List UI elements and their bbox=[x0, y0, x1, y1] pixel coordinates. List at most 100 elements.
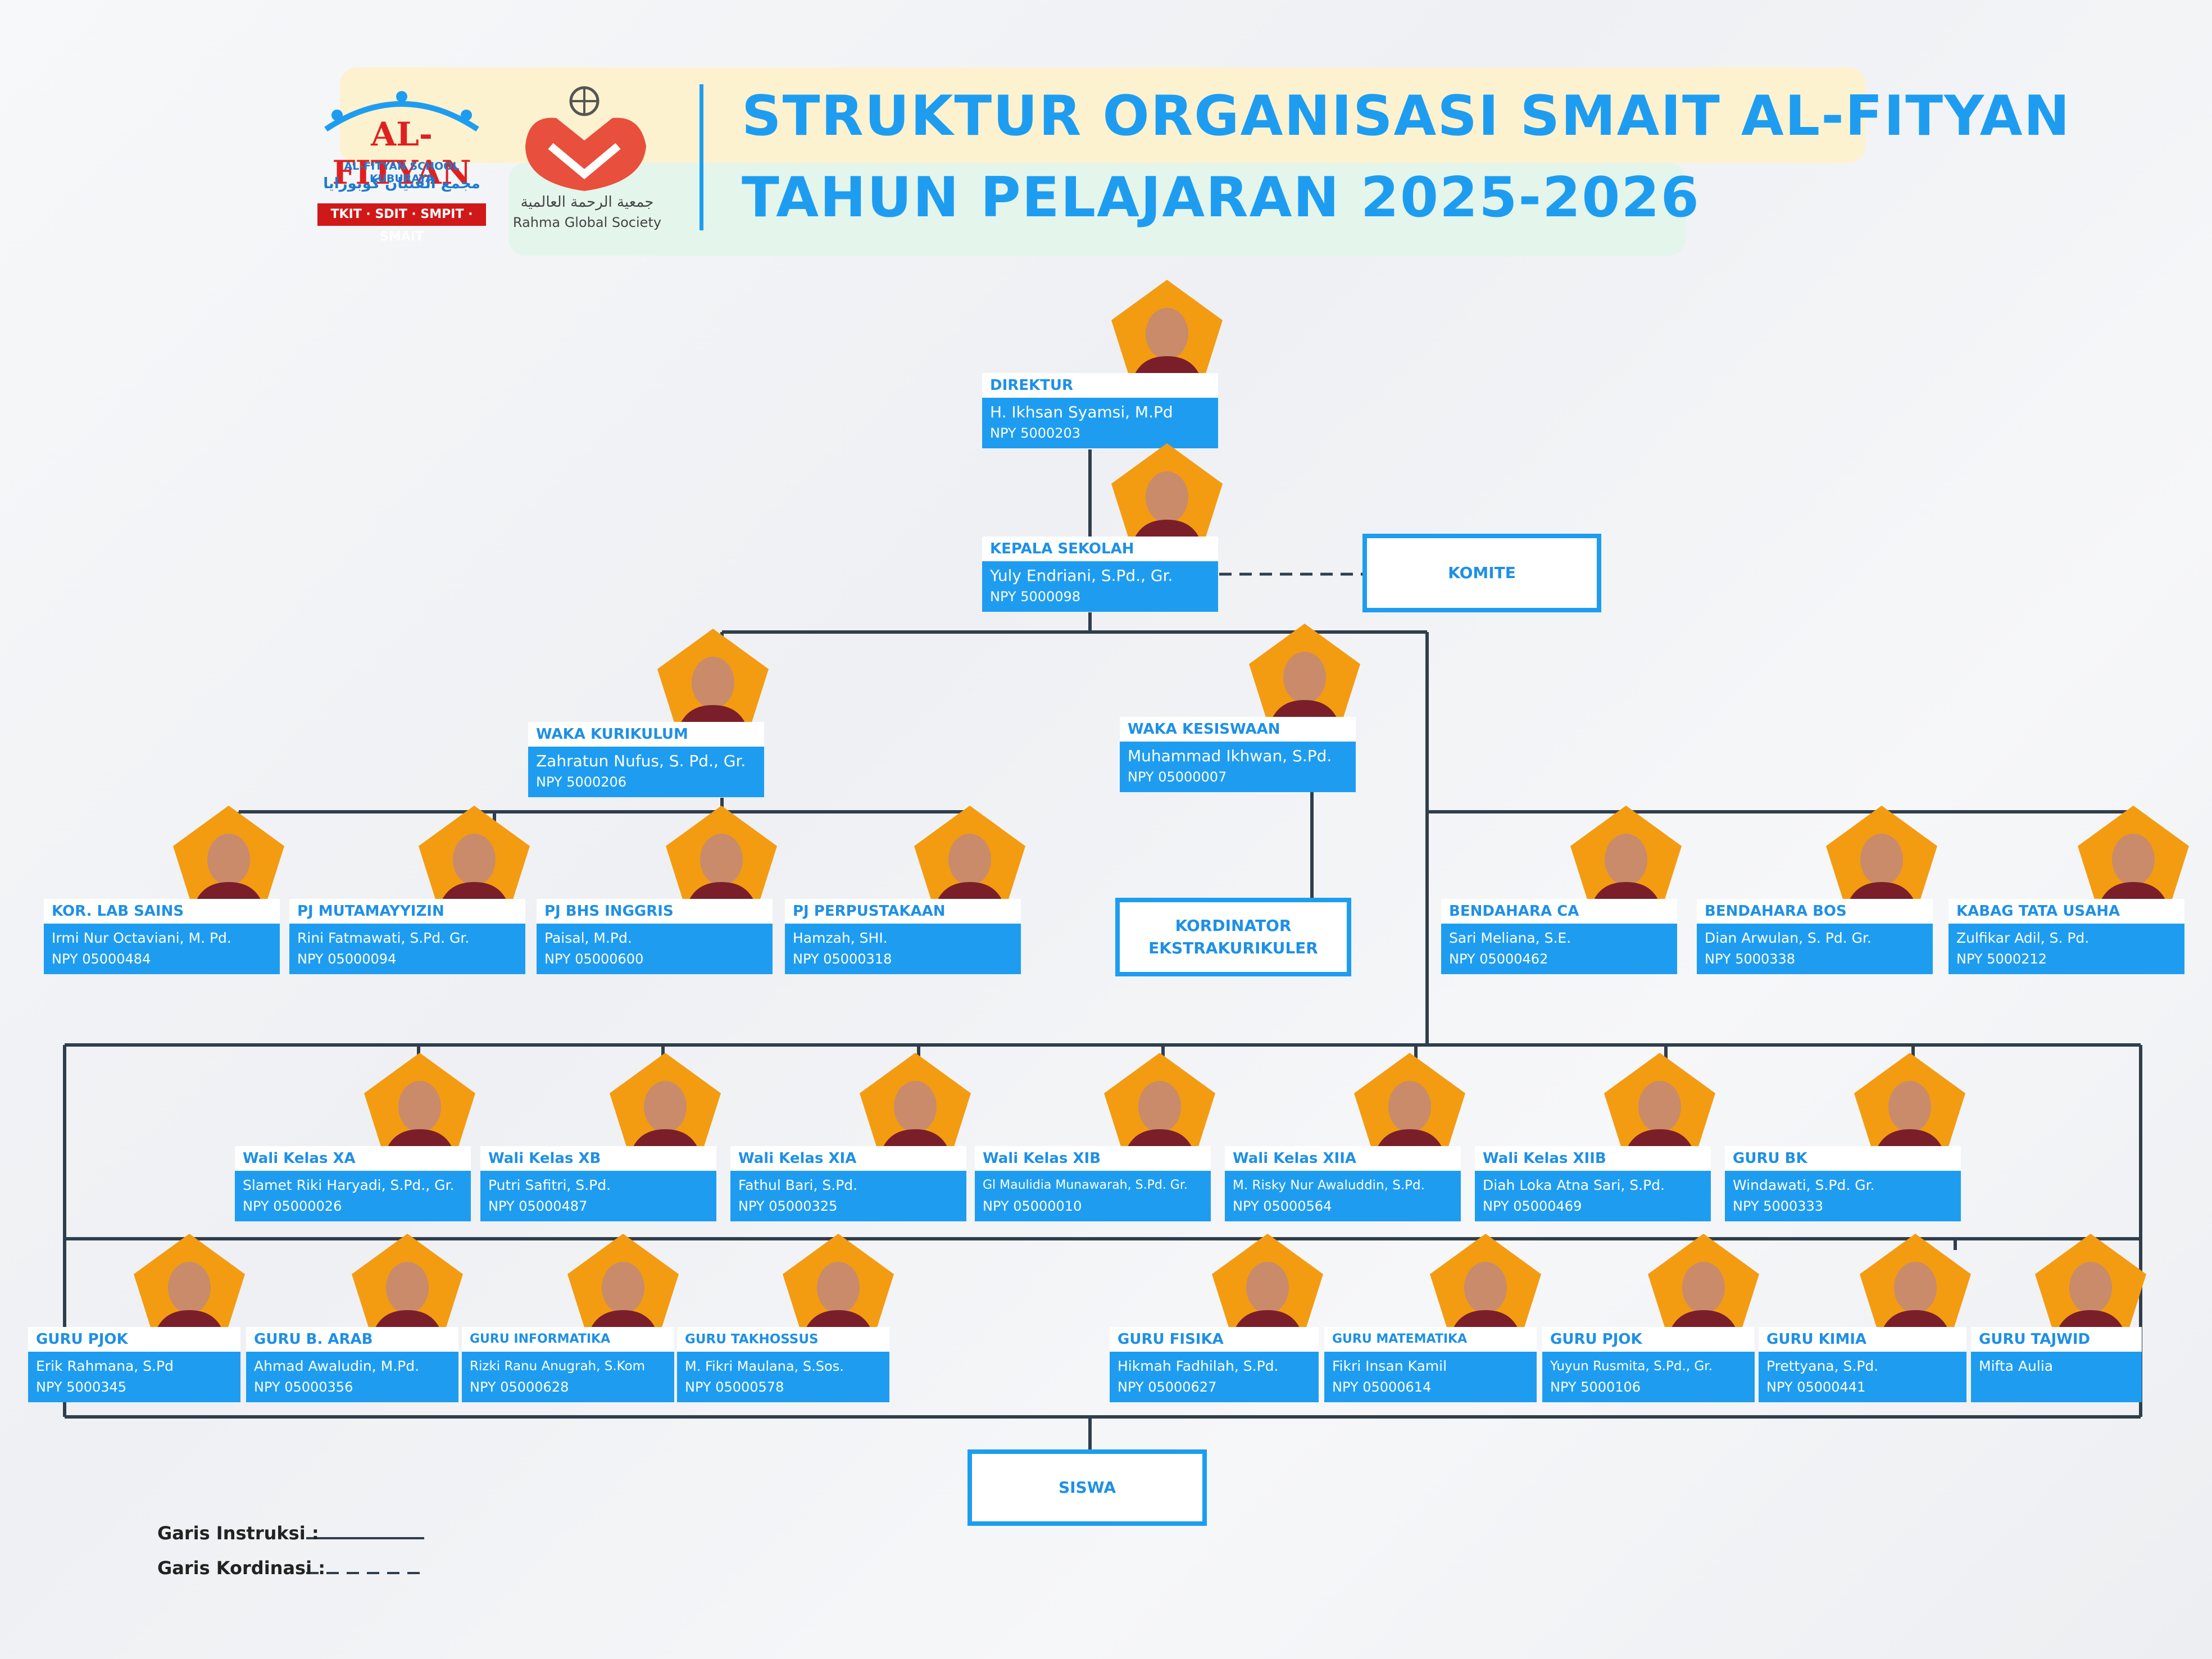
person-silhouette-icon bbox=[1604, 1053, 1715, 1161]
role-label: WAKA KURIKULUM bbox=[528, 722, 764, 747]
person-npy: NPY 05000600 bbox=[544, 951, 644, 967]
legend-kordinasi: Garis Kordinasi : bbox=[157, 1557, 325, 1579]
node-guru-bk: GURU BK Windawati, S.Pd. Gr. NPY 5000333 bbox=[1725, 1053, 1965, 1221]
person-npy: NPY 5000203 bbox=[990, 425, 1081, 441]
person-npy: NPY 05000318 bbox=[793, 951, 892, 967]
node-wali-xib: Wali Kelas XIB Gl Maulidia Munawarah, S.… bbox=[975, 1053, 1215, 1221]
node-kabag-tata-usaha: KABAG TATA USAHA Zulfikar Adil, S. Pd.NP… bbox=[1948, 806, 2189, 974]
person-photo-icon bbox=[1823, 803, 1941, 916]
person-name: Zahratun Nufus, S. Pd., Gr. bbox=[536, 752, 746, 770]
person-name: Yuly Endriani, S.Pd., Gr. bbox=[990, 566, 1173, 585]
role-label: GURU MATEMATIKA bbox=[1324, 1327, 1537, 1352]
person-name: Yuyun Rusmita, S.Pd., Gr. bbox=[1550, 1359, 1713, 1374]
role-label: GURU KIMIA bbox=[1759, 1327, 1966, 1352]
person-photo-icon bbox=[662, 803, 780, 916]
person-silhouette-icon bbox=[1212, 1234, 1323, 1342]
person-npy: NPY 5000206 bbox=[536, 774, 627, 790]
node-guru-b-arab: GURU B. ARAB Ahmad Awaludin, M.Pd. NPY 05… bbox=[246, 1234, 463, 1402]
role-label: Wali Kelas XA bbox=[235, 1146, 471, 1171]
node-wali-xiia: Wali Kelas XIIA M. Risky Nur Awaluddin, … bbox=[1225, 1053, 1465, 1221]
role-label: GURU TAKHOSSUS bbox=[677, 1327, 889, 1352]
person-name: Zulfikar Adil, S. Pd. bbox=[1956, 930, 2090, 946]
person-name: Erik Rahmana, S.Pd bbox=[36, 1358, 174, 1374]
node-guru-informatika: GURU INFORMATIKA Rizki Ranu Anugrah, S.K… bbox=[462, 1234, 679, 1402]
person-silhouette-icon bbox=[1860, 1234, 1971, 1342]
person-name: Muhammad Ikhwan, S.Pd. bbox=[1128, 747, 1332, 765]
node-kor-lab-sains: KOR. LAB SAINS Irmi Nur Octaviani, M. Pd… bbox=[44, 806, 284, 974]
role-label: Wali Kelas XB bbox=[480, 1146, 716, 1171]
role-label: GURU BK bbox=[1725, 1146, 1961, 1171]
role-label: Wali Kelas XIA bbox=[730, 1146, 966, 1171]
person-name: Ahmad Awaludin, M.Pd. bbox=[254, 1358, 420, 1374]
person-name: Irmi Nur Octaviani, M. Pd. bbox=[52, 930, 231, 946]
person-photo-icon bbox=[361, 1051, 479, 1163]
person-name: Fathul Bari, S.Pd. bbox=[738, 1177, 858, 1193]
role-label: Wali Kelas XIIB bbox=[1475, 1146, 1711, 1171]
person-photo-icon bbox=[415, 803, 533, 916]
person-silhouette-icon bbox=[666, 806, 777, 913]
role-label: KOR. LAB SAINS bbox=[44, 899, 280, 924]
person-npy: NPY 5000333 bbox=[1733, 1198, 1824, 1214]
person-npy: NPY 05000010 bbox=[983, 1198, 1082, 1214]
figures-arc-icon bbox=[324, 91, 479, 132]
person-silhouette-icon bbox=[364, 1053, 475, 1161]
role-label: PJ MUTAMAYYIZIN bbox=[289, 899, 525, 924]
person-silhouette-icon bbox=[419, 806, 530, 913]
node-kepala-sekolah: KEPALA SEKOLAH Yuly Endriani, S.Pd., Gr.… bbox=[982, 443, 1223, 612]
node-pj-bhs-inggris: PJ BHS INGGRIS Paisal, M.Pd.NPY 05000600 bbox=[537, 806, 777, 974]
person-silhouette-icon bbox=[1826, 806, 1937, 913]
person-name: Rini Fatmawati, S.Pd. Gr. bbox=[297, 930, 470, 946]
logo2-name: Rahma Global Society bbox=[512, 215, 662, 230]
node-bendahara-ca: BENDAHARA CA Sari Meliana, S.E.NPY 05000… bbox=[1441, 806, 1682, 974]
node-guru-kimia: GURU KIMIA Prettyana, S.Pd.NPY 05000441 bbox=[1759, 1234, 1971, 1402]
person-name: Diah Loka Atna Sari, S.Pd. bbox=[1483, 1177, 1665, 1193]
logo2-arabic: جمعية الرحمة العالمية bbox=[520, 194, 654, 211]
role-label: GURU B. ARAB bbox=[246, 1327, 458, 1352]
role-label: Wali Kelas XIIA bbox=[1225, 1146, 1461, 1171]
person-name: Dian Arwulan, S. Pd. Gr. bbox=[1705, 930, 1872, 946]
role-label: PJ BHS INGGRIS bbox=[537, 899, 773, 924]
person-npy: NPY 05000462 bbox=[1449, 951, 1548, 967]
person-photo-icon bbox=[1108, 441, 1226, 553]
logo1-sub: AL-FITYAN SCHOOL KUBURAYA bbox=[344, 160, 460, 185]
person-name: Hikmah Fadhilah, S.Pd. bbox=[1118, 1358, 1279, 1374]
person-photo-icon bbox=[1851, 1051, 1969, 1163]
person-npy: NPY 5000106 bbox=[1550, 1379, 1641, 1395]
person-npy: NPY 05000007 bbox=[1128, 769, 1227, 785]
role-label: KEPALA SEKOLAH bbox=[982, 537, 1218, 561]
role-label: GURU INFORMATIKA bbox=[462, 1327, 674, 1352]
role-label: DIREKTUR bbox=[982, 373, 1218, 398]
logo1-levels: TKIT · SDIT · SMPIT · SMAIT bbox=[317, 203, 486, 244]
person-silhouette-icon bbox=[1854, 1053, 1965, 1161]
role-label: GURU FISIKA bbox=[1110, 1327, 1319, 1352]
person-npy: NPY 05000469 bbox=[1483, 1198, 1582, 1214]
page-title: STRUKTUR ORGANISASI SMAIT AL-FITYAN bbox=[742, 84, 2071, 148]
person-npy: NPY 05000614 bbox=[1332, 1379, 1432, 1395]
person-npy: NPY 5000098 bbox=[990, 589, 1081, 604]
person-npy: NPY 5000212 bbox=[1956, 951, 2047, 967]
page-subtitle: TAHUN PELAJARAN 2025-2026 bbox=[742, 166, 1700, 230]
person-photo-icon bbox=[1856, 1231, 1974, 1344]
role-label: BENDAHARA BOS bbox=[1697, 899, 1933, 924]
person-npy: NPY 05000627 bbox=[1118, 1379, 1217, 1395]
person-name: Windawati, S.Pd. Gr. bbox=[1733, 1177, 1875, 1193]
person-name: Prettyana, S.Pd. bbox=[1766, 1358, 1879, 1374]
al-fityan-logo: AL-FITYAN AL-FITYAN SCHOOL KUBURAYA مجمع… bbox=[315, 84, 489, 244]
person-name: M. Fikri Maulana, S.Sos. bbox=[685, 1358, 844, 1374]
role-label: BENDAHARA CA bbox=[1441, 899, 1677, 924]
node-guru-pjok-2: GURU PJOK Yuyun Rusmita, S.Pd., Gr.NPY 5… bbox=[1542, 1234, 1759, 1402]
header-band-2 bbox=[508, 163, 1686, 256]
person-photo-icon bbox=[1351, 1051, 1469, 1163]
node-bendahara-bos: BENDAHARA BOS Dian Arwulan, S. Pd. Gr.NP… bbox=[1697, 806, 1937, 974]
person-silhouette-icon bbox=[1111, 443, 1223, 551]
person-npy: NPY 5000345 bbox=[36, 1379, 127, 1395]
node-guru-tajwid: GURU TAJWID Mifta Aulia bbox=[1971, 1234, 2146, 1402]
person-photo-icon bbox=[1209, 1231, 1327, 1344]
person-name: Fikri Insan Kamil bbox=[1332, 1358, 1447, 1374]
node-wali-xb: Wali Kelas XB Putri Safitri, S.Pd.NPY 05… bbox=[480, 1053, 721, 1221]
person-npy: NPY 05000356 bbox=[254, 1379, 353, 1395]
role-label: PJ PERPUSTAKAAN bbox=[785, 899, 1021, 924]
